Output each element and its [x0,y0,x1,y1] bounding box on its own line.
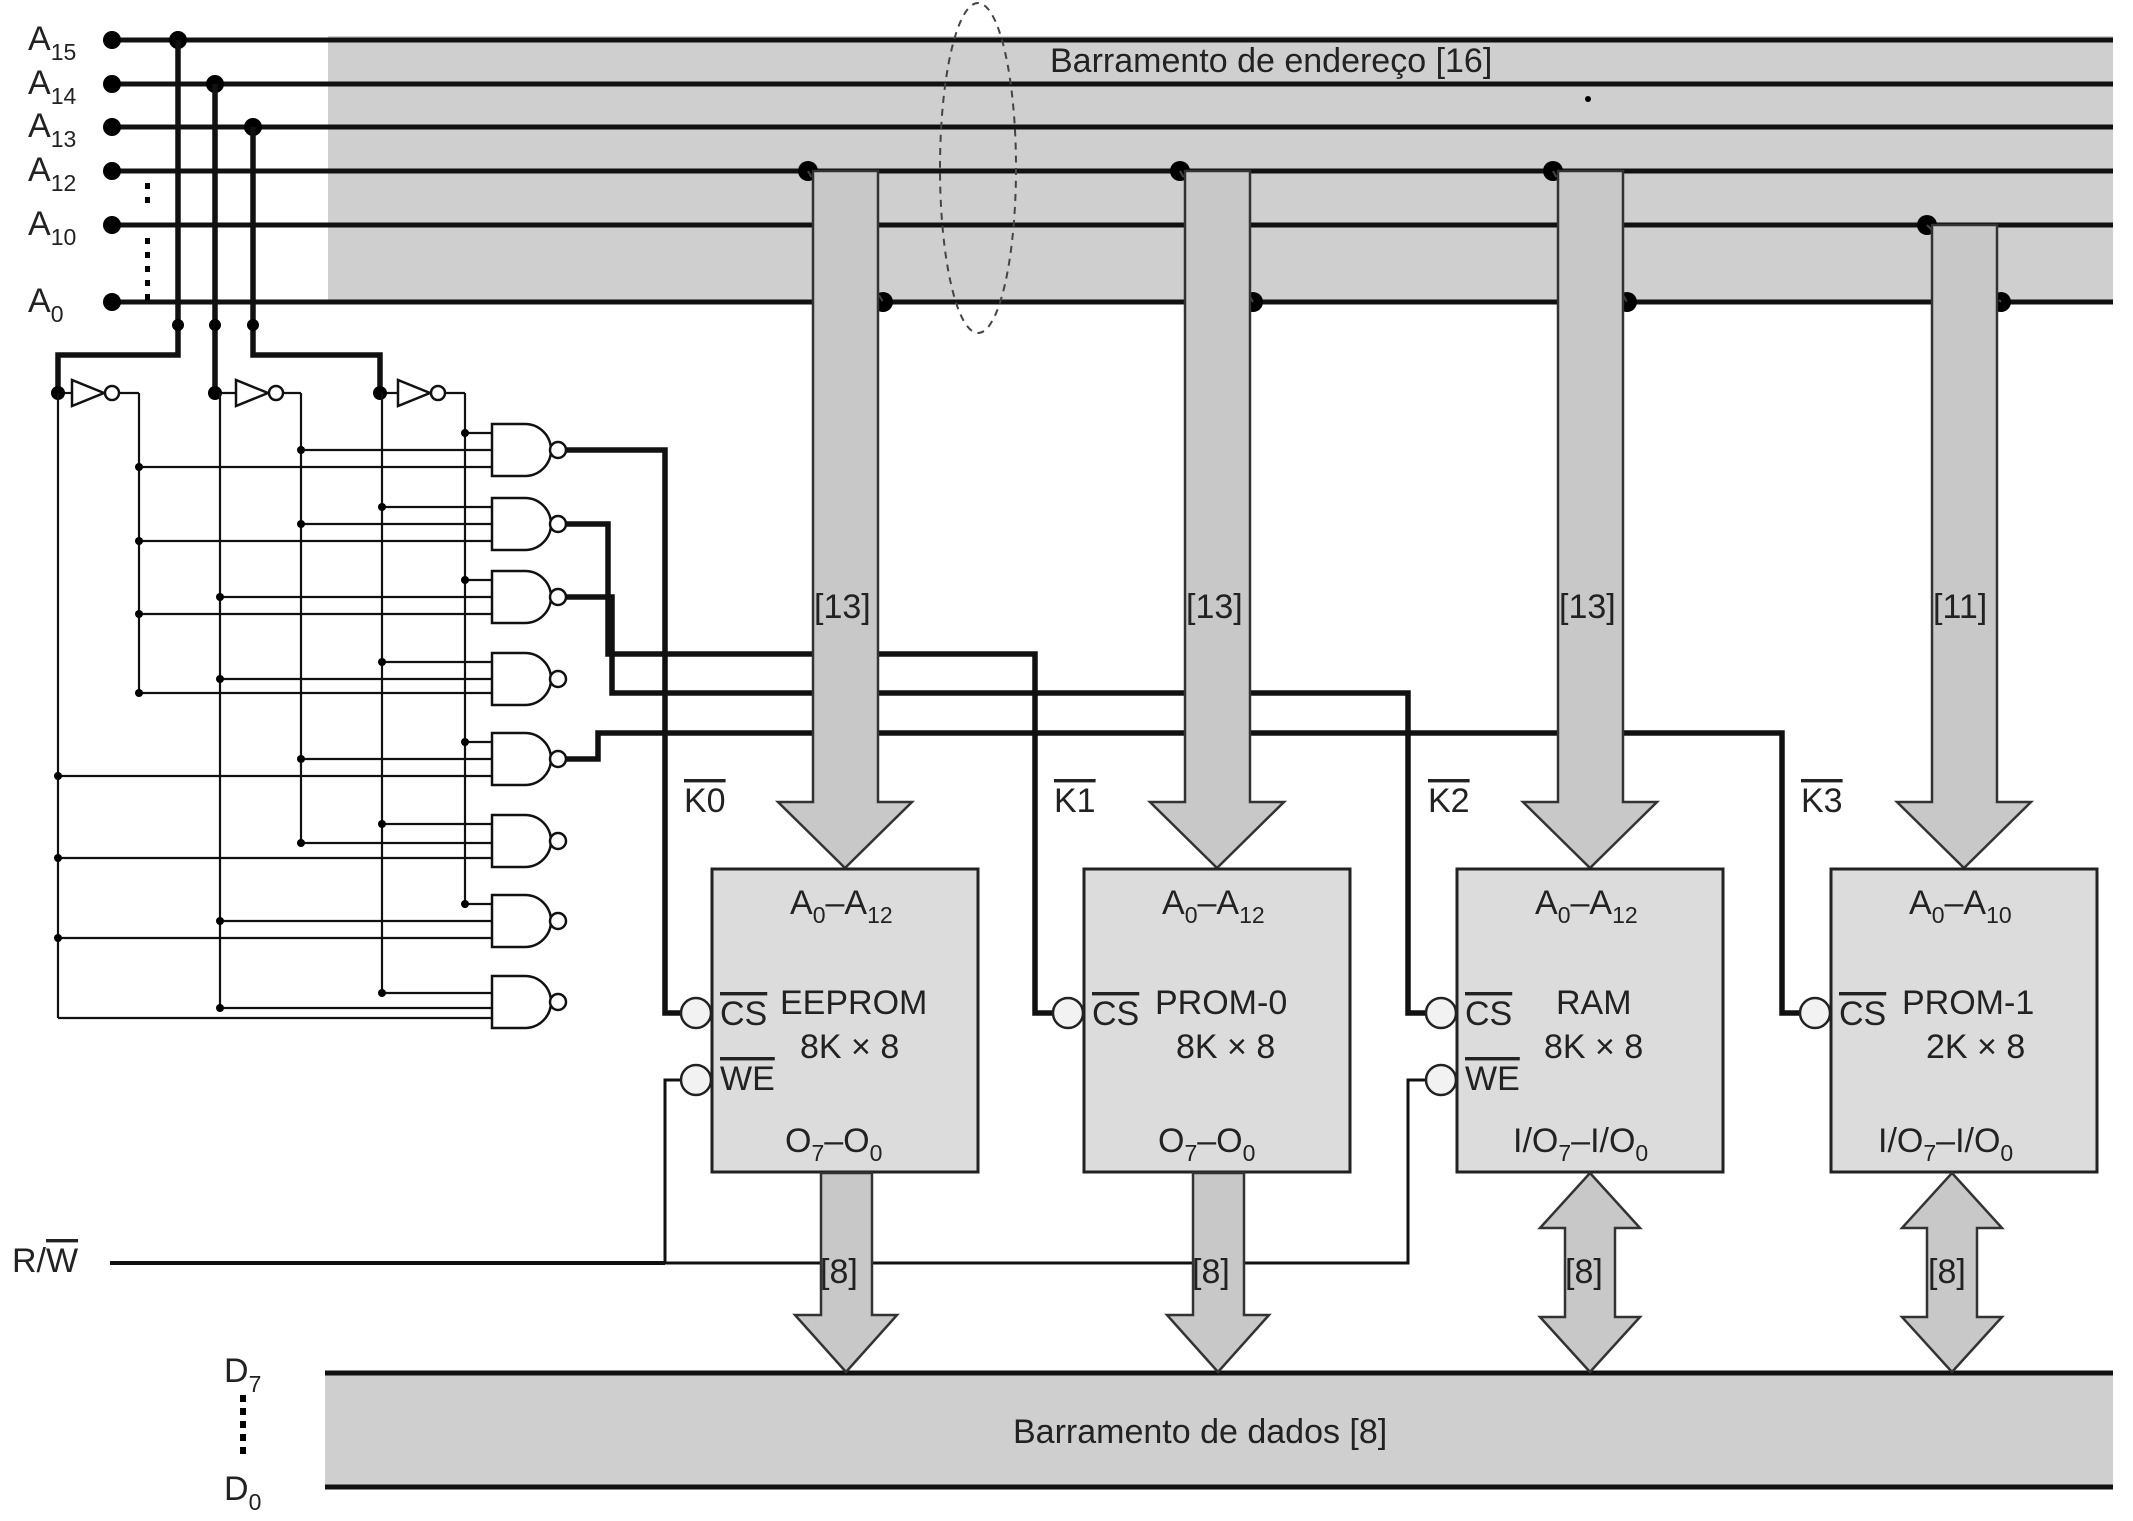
address-bus-label: Barramento de endereço [16] [1050,42,1492,80]
address-bus: Barramento de endereço [16] [114,2,2113,334]
cs-bubble-prom-0 [1051,996,1085,1030]
data-range-ram: I/O7–I/O0 [1513,1122,1648,1166]
chip-name-prom-0: PROM-0 [1155,984,1287,1022]
inverter-a14 [215,378,301,408]
chip-size-ram: 8K × 8 [1544,1028,1643,1066]
addr-width-prom-1: [11] [1933,588,1987,626]
chip-eeprom: [13] K0 A0–A12 EEPROM 8K × 8 O7–O0 CS WE… [679,161,980,1374]
select-label-k2: K2 [1428,782,1470,820]
data-arrow-eeprom [792,1171,900,1374]
rw-label: R/W [12,1242,78,1280]
address-label-a13: A13 [28,107,76,152]
address-line-labels: A15 A14 A13 A12 A10 A0 [28,20,150,327]
chip-name-eeprom: EEPROM [780,984,927,1022]
data-label-d0: D0 [224,1470,261,1515]
data-width-prom-1: [8] [1928,1253,1966,1291]
chip-box-prom-0 [1082,867,1352,1174]
ellipsis-dots-data [240,1395,246,1454]
address-decoder [51,31,568,1030]
we-bubble-eeprom [679,1063,713,1097]
data-width-ram: [8] [1565,1253,1603,1291]
cs-bubble-eeprom [679,996,713,1030]
select-label-k3: K3 [1801,782,1843,820]
address-label-a10: A10 [28,205,76,250]
data-bus: Barramento de dados [8] D7 D0 [224,1352,2113,1515]
chip-prom-0: [13] K1 A0–A12 PROM-0 8K × 8 O7–O0 CS [8… [1051,161,1352,1374]
cs-label-ram: CS [1465,995,1512,1033]
cs-label-prom-0: CS [1092,995,1139,1033]
nand-gate-0 [490,422,568,478]
nand-gate-5 [490,813,568,869]
we-bubble-ram [1424,1063,1458,1097]
nand-gate-4 [490,731,568,787]
addr-width-ram: [13] [1559,588,1616,626]
data-label-d7: D7 [224,1352,261,1397]
data-bus-label: Barramento de dados [8] [1013,1413,1387,1451]
chip-prom-1: [11] K3 A0–A10 PROM-1 2K × 8 I/O7–I/O0 C… [1798,215,2099,1374]
select-label-k0: K0 [684,782,726,820]
inverter-a15 [58,378,139,408]
inverter-a13 [380,378,465,408]
data-width-prom-0: [8] [1192,1253,1230,1291]
data-arrow-prom-1 [1899,1171,2005,1374]
k2-line [566,594,1428,1016]
data-arrow-ram [1537,1171,1643,1374]
data-width-eeprom: [8] [820,1253,858,1291]
data-arrow-prom-0 [1164,1171,1272,1374]
chip-ram: [13] K2 A0–A12 RAM 8K × 8 I/O7–I/O0 CS W… [1424,161,1725,1374]
chip-box-ram [1455,867,1725,1174]
addr-range-ram: A0–A12 [1535,884,1638,928]
address-label-a14: A14 [28,64,76,109]
address-arrow-ram [1519,169,1661,870]
nand-input-wiring [58,431,492,1020]
chip-size-prom-1: 2K × 8 [1926,1028,2025,1066]
nand-gate-1 [490,496,568,552]
nand-gate-2 [490,569,568,625]
addr-range-eeprom: A0–A12 [790,884,893,928]
nand-gate-3 [490,651,568,707]
address-arrow-prom-0 [1146,169,1288,870]
rw-line: R/W [12,1078,1428,1280]
cs-label-prom-1: CS [1839,995,1886,1033]
addr-width-eeprom: [13] [814,588,871,626]
data-range-prom-1: I/O7–I/O0 [1878,1122,2013,1166]
we-label-ram: WE [1465,1060,1520,1098]
chip-box-eeprom [710,867,980,1174]
address-arrow-prom-1 [1893,223,2035,870]
chip-size-prom-0: 8K × 8 [1176,1028,1275,1066]
address-label-a12: A12 [28,151,76,196]
addr-range-prom-0: A0–A12 [1162,884,1265,928]
bus-bundle-marker [939,2,1017,334]
data-range-eeprom: O7–O0 [785,1122,882,1166]
cs-label-eeprom: CS [720,995,767,1033]
we-label-eeprom: WE [720,1060,775,1098]
select-label-k1: K1 [1054,782,1096,820]
nand-gate-6 [490,893,568,949]
chip-box-prom-1 [1829,867,2099,1174]
data-bus-band [325,1373,2113,1487]
chip-size-eeprom: 8K × 8 [800,1028,899,1066]
addr-width-prom-0: [13] [1186,588,1243,626]
cs-bubble-prom-1 [1798,996,1832,1030]
address-label-a15: A15 [28,20,76,65]
address-label-a0: A0 [28,282,63,327]
ellipsis-dots-address [145,183,150,300]
nand-gate-7 [490,974,568,1030]
data-range-prom-0: O7–O0 [1158,1122,1255,1166]
address-arrow-eeprom [774,169,916,870]
chip-name-prom-1: PROM-1 [1902,984,2034,1022]
cs-bubble-ram [1424,996,1458,1030]
chip-name-ram: RAM [1556,984,1632,1022]
addr-range-prom-1: A0–A10 [1909,884,2012,928]
